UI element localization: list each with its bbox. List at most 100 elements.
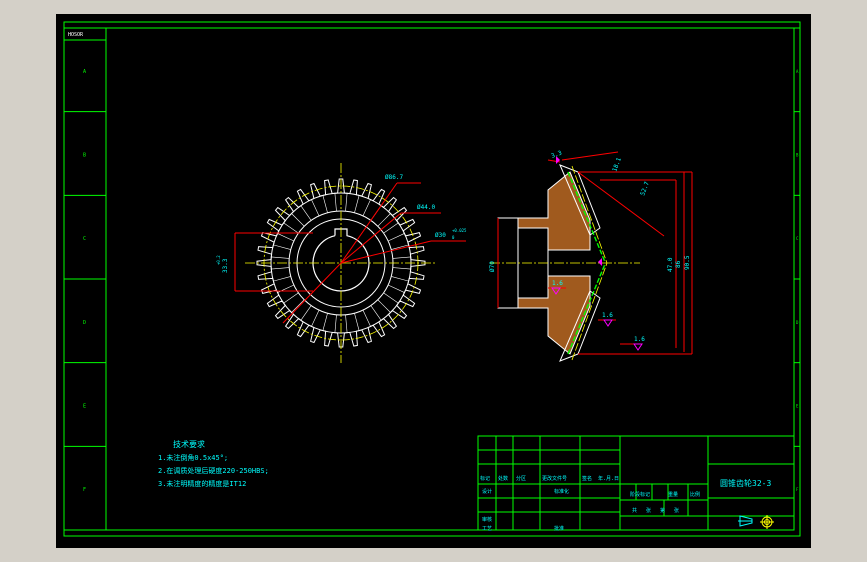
tooth-root-line bbox=[391, 244, 409, 250]
dim-47-0: 47.0 bbox=[667, 257, 674, 272]
roughness-symbol-1 bbox=[551, 287, 561, 295]
dim-bore-tol-upper: +0.025 bbox=[452, 228, 467, 233]
dim-86: 86 bbox=[675, 260, 682, 268]
zone-label-right: E bbox=[796, 404, 799, 409]
tb-designer-label: 设计 bbox=[482, 488, 492, 495]
dim-leader-mid bbox=[340, 212, 402, 264]
tb-header-label: 签名 bbox=[582, 475, 592, 482]
tb-part-name: 圆锥齿轮32-3 bbox=[720, 478, 771, 488]
tooth-root-line bbox=[271, 267, 290, 270]
tooth-root-line bbox=[345, 314, 348, 333]
zone-label-right: A bbox=[796, 69, 799, 74]
tech-note-line-3: 3.未注明精度的精度是IT12 bbox=[158, 479, 246, 488]
drawing-paper bbox=[56, 14, 811, 548]
tooth-root-line bbox=[300, 205, 312, 221]
tooth-root-line bbox=[370, 305, 382, 321]
tb-header-label: 分区 bbox=[516, 475, 526, 482]
tooth-root-line bbox=[291, 213, 305, 227]
tooth-root-line bbox=[392, 267, 411, 270]
arrow-apex bbox=[598, 258, 602, 266]
zone-label-left: D bbox=[83, 320, 86, 326]
tooth-root-line bbox=[345, 193, 348, 212]
tb-scale-label: 比例 bbox=[690, 491, 700, 498]
dim-52-7: 52.7 bbox=[639, 180, 651, 196]
dim-leader-bore bbox=[340, 240, 432, 264]
tb-header-label: 标记 bbox=[480, 475, 490, 482]
tb-sheet-label: 张 bbox=[674, 507, 679, 514]
pitch-cone-line-lower bbox=[567, 263, 606, 355]
dim-90-5: 90.5 bbox=[684, 255, 691, 270]
tooth-root-line bbox=[311, 199, 320, 216]
tb-header-label: 处数 bbox=[498, 475, 508, 482]
roughness-symbol-3 bbox=[633, 343, 643, 351]
arrow-dim-a bbox=[556, 156, 560, 164]
zone-label-left: B bbox=[83, 153, 86, 159]
dim-line-b bbox=[577, 171, 665, 237]
zone-label-left: E bbox=[83, 404, 86, 410]
tooth-root-line bbox=[283, 292, 299, 304]
tb-std-label: 标准化 bbox=[554, 488, 569, 495]
dim-bore-tol-lower: 0 bbox=[452, 235, 455, 240]
pitch-cone-line-upper bbox=[567, 171, 606, 263]
technical-requirements: 技术要求 1.未注倒角0.5x45°; 2.在调质处理后硬度220-250HBS… bbox=[158, 439, 269, 488]
dim-keyway: 33.3 bbox=[222, 258, 229, 273]
tb-approve-label: 批准 bbox=[554, 525, 564, 532]
roughness-1-6-b: 1.6 bbox=[602, 312, 613, 319]
bore-with-keyway bbox=[312, 228, 370, 292]
tooth-root-line bbox=[271, 256, 290, 259]
tb-header-label: 年.月.日 bbox=[598, 475, 619, 482]
tooth-root-line bbox=[277, 233, 294, 242]
dim-line-a bbox=[561, 151, 619, 161]
tb-sheet-label: 第 bbox=[660, 507, 665, 514]
tooth-root-line bbox=[283, 222, 299, 234]
dim-outer-diameter: Ø86.7 bbox=[385, 174, 403, 181]
tooth-face-lower bbox=[559, 290, 601, 362]
tooth-root-line bbox=[377, 213, 391, 227]
dim-bore-diameter: Ø30 bbox=[435, 232, 446, 239]
dim-keyway-tol: +0.2 bbox=[216, 255, 221, 265]
tech-note-line-2: 2.在调质处理后硬度220-250HBS; bbox=[158, 466, 269, 475]
projection-symbol-cone bbox=[739, 515, 753, 527]
zone-label-left: A bbox=[83, 69, 86, 75]
dim-hub-diameter: Ø44.0 bbox=[417, 204, 435, 211]
tooth-root-line bbox=[311, 310, 320, 327]
title-block-frame bbox=[477, 435, 795, 531]
tooth-root-line bbox=[291, 299, 305, 313]
tooth-root-line bbox=[273, 244, 291, 250]
zone-label-right: C bbox=[796, 236, 799, 241]
tooth-root-line bbox=[391, 276, 409, 282]
tooth-root-line bbox=[354, 313, 360, 331]
roughness-1-6-c: 1.6 bbox=[634, 336, 645, 343]
tooth-root-line bbox=[383, 222, 399, 234]
dim-hub-diameter-side: Ø70 bbox=[489, 261, 496, 272]
tb-reviewer-label: 审核 bbox=[482, 516, 492, 523]
dim-18-1: 18.1 bbox=[611, 156, 623, 172]
zone-label-right: F bbox=[796, 487, 799, 492]
tooth-root-line bbox=[383, 292, 399, 304]
roughness-1-6-a: 1.6 bbox=[552, 280, 563, 287]
tooth-root-line bbox=[334, 193, 337, 212]
tb-stage-label: 阶段标记 bbox=[630, 491, 650, 498]
zone-label-right: D bbox=[796, 320, 799, 325]
tooth-root-line bbox=[388, 233, 405, 242]
tooth-root-line bbox=[362, 310, 371, 327]
tooth-root-line bbox=[388, 284, 405, 293]
zone-label-right: B bbox=[796, 153, 799, 158]
tooth-root-line bbox=[334, 314, 337, 333]
zone-label-left: C bbox=[83, 236, 86, 242]
tooth-root-line bbox=[273, 276, 291, 282]
tooth-root-line bbox=[322, 195, 328, 213]
tooth-root-line bbox=[322, 313, 328, 331]
tech-notes-title: 技术要求 bbox=[173, 439, 205, 449]
zone-label-left: F bbox=[83, 487, 86, 493]
roughness-symbol-2 bbox=[603, 319, 613, 327]
tooth-face-upper bbox=[559, 164, 601, 236]
tooth-root-line bbox=[362, 199, 371, 216]
tb-sheet-label: 共 bbox=[632, 507, 637, 514]
tooth-root-line bbox=[377, 299, 391, 313]
tooth-root-line bbox=[392, 256, 411, 259]
